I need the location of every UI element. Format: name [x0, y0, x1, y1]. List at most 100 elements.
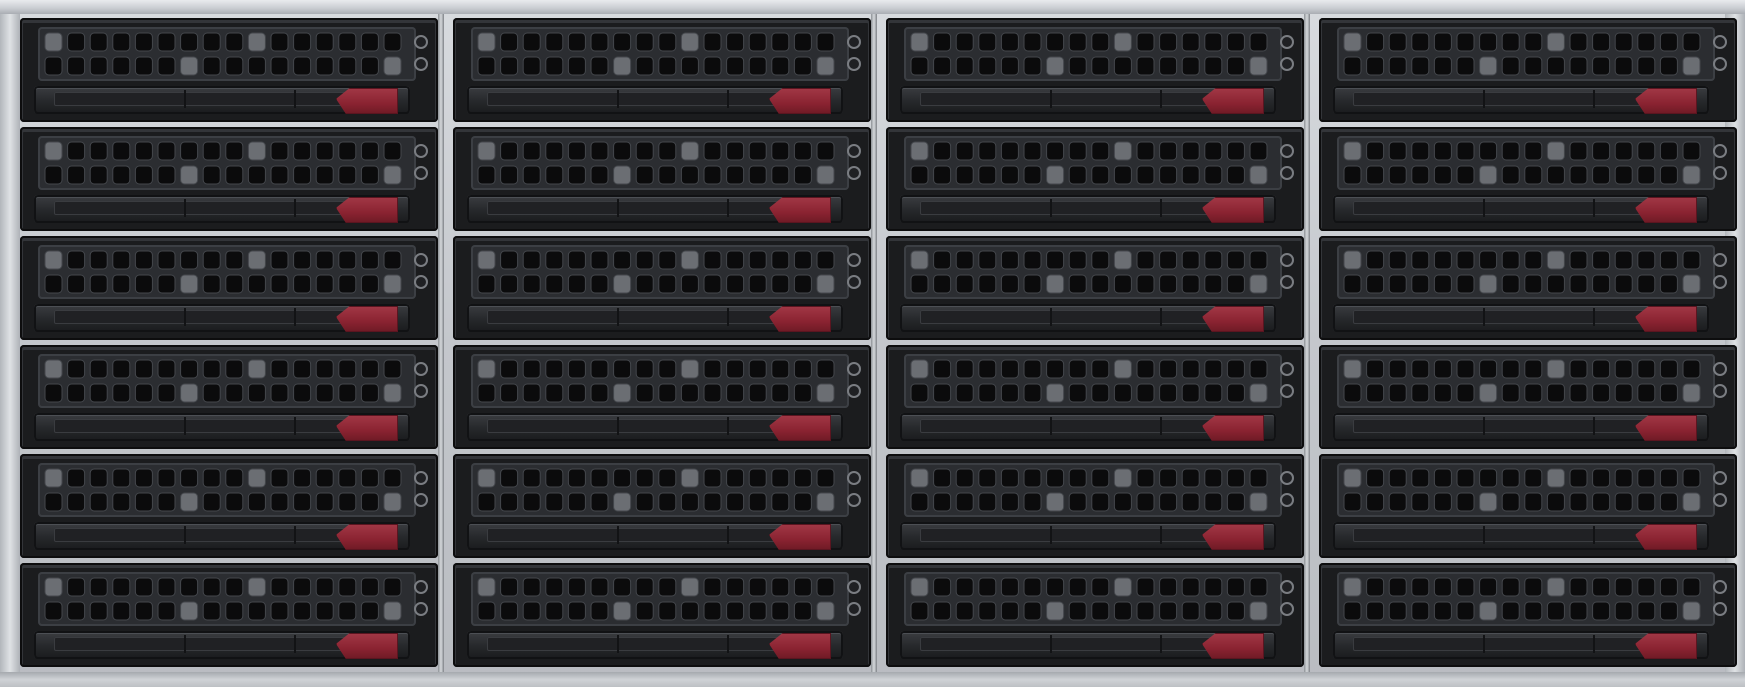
- vent-hole: [89, 141, 108, 161]
- drive-bay-7[interactable]: [886, 127, 1304, 231]
- drive-bay-11[interactable]: [886, 236, 1304, 340]
- vent-hole: [225, 492, 244, 512]
- tray-release-latch[interactable]: [769, 633, 831, 659]
- vent-grille: [904, 245, 1282, 299]
- vent-hole: [1388, 141, 1407, 161]
- drive-bay-18[interactable]: [453, 454, 871, 558]
- vent-hole: [180, 383, 199, 403]
- tray-release-latch[interactable]: [1202, 633, 1264, 659]
- drive-bay-15[interactable]: [886, 345, 1304, 449]
- vent-hole: [1433, 32, 1452, 52]
- handle-seam: [184, 526, 186, 544]
- drive-bay-16[interactable]: [1319, 345, 1737, 449]
- vent-hole: [1136, 141, 1155, 161]
- tray-release-latch[interactable]: [769, 524, 831, 550]
- vent-hole: [1546, 32, 1565, 52]
- tray-handle[interactable]: [900, 195, 1276, 223]
- drive-bay-21[interactable]: [20, 563, 438, 667]
- tray-release-latch[interactable]: [336, 415, 398, 441]
- drive-bay-2[interactable]: [453, 18, 871, 122]
- handle-slot: [1353, 201, 1663, 215]
- tray-release-latch[interactable]: [336, 88, 398, 114]
- vent-hole: [1682, 468, 1701, 488]
- drive-bay-20[interactable]: [1319, 454, 1737, 558]
- tray-release-latch[interactable]: [1635, 633, 1697, 659]
- vent-hole: [134, 165, 153, 185]
- vent-hole: [1456, 468, 1475, 488]
- vent-hole: [1249, 141, 1268, 161]
- vent-hole: [134, 56, 153, 76]
- vent-hole: [613, 56, 632, 76]
- drive-bay-23[interactable]: [886, 563, 1304, 667]
- vent-hole: [703, 577, 722, 597]
- drive-bay-8[interactable]: [1319, 127, 1737, 231]
- drive-bay-19[interactable]: [886, 454, 1304, 558]
- vent-hole: [1249, 250, 1268, 270]
- drive-bay-14[interactable]: [453, 345, 871, 449]
- tray-release-latch[interactable]: [1635, 524, 1697, 550]
- vent-hole: [1023, 359, 1042, 379]
- vent-hole: [157, 274, 176, 294]
- vent-hole: [270, 141, 289, 161]
- vent-hole: [293, 141, 312, 161]
- tray-release-latch[interactable]: [1635, 88, 1697, 114]
- drive-bay-6[interactable]: [453, 127, 871, 231]
- vent-hole: [1136, 601, 1155, 621]
- vent-hole: [955, 165, 974, 185]
- tray-release-latch[interactable]: [1202, 415, 1264, 441]
- drive-bay-17[interactable]: [20, 454, 438, 558]
- vent-hole: [500, 359, 519, 379]
- drive-bay-5[interactable]: [20, 127, 438, 231]
- drive-bay-1[interactable]: [20, 18, 438, 122]
- tray-release-latch[interactable]: [1202, 197, 1264, 223]
- tray-release-latch[interactable]: [1202, 88, 1264, 114]
- tray-release-latch[interactable]: [336, 197, 398, 223]
- vent-hole: [1226, 492, 1245, 512]
- vent-hole: [44, 383, 63, 403]
- drive-bay-9[interactable]: [20, 236, 438, 340]
- vent-hole: [180, 32, 199, 52]
- vent-hole: [1226, 56, 1245, 76]
- vent-hole: [1046, 601, 1065, 621]
- vent-hole: [613, 274, 632, 294]
- vent-hole: [112, 56, 131, 76]
- activity-led-icon: [414, 166, 428, 180]
- tray-release-latch[interactable]: [769, 88, 831, 114]
- drive-bay-12[interactable]: [1319, 236, 1737, 340]
- drive-bay-4[interactable]: [1319, 18, 1737, 122]
- drive-bay-3[interactable]: [886, 18, 1304, 122]
- drive-bay-24[interactable]: [1319, 563, 1737, 667]
- tray-release-latch[interactable]: [769, 306, 831, 332]
- power-led-icon: [847, 362, 861, 376]
- tray-release-latch[interactable]: [336, 633, 398, 659]
- tray-release-latch[interactable]: [336, 524, 398, 550]
- vent-hole: [910, 141, 929, 161]
- vent-grille: [38, 572, 416, 626]
- vent-hole: [1113, 601, 1132, 621]
- tray-release-latch[interactable]: [769, 415, 831, 441]
- vent-hole: [1204, 468, 1223, 488]
- vent-holes: [477, 32, 835, 76]
- tray-release-latch[interactable]: [1202, 524, 1264, 550]
- handle-seam: [727, 417, 729, 435]
- vent-hole: [157, 165, 176, 185]
- tray-release-latch[interactable]: [1635, 306, 1697, 332]
- power-led-icon: [414, 253, 428, 267]
- tray-release-latch[interactable]: [769, 197, 831, 223]
- vent-holes: [44, 141, 402, 185]
- vent-hole: [680, 56, 699, 76]
- vent-hole: [247, 359, 266, 379]
- handle-seam: [184, 308, 186, 326]
- vent-hole: [1136, 32, 1155, 52]
- drive-bay-10[interactable]: [453, 236, 871, 340]
- tray-release-latch[interactable]: [1635, 415, 1697, 441]
- tray-release-latch[interactable]: [1202, 306, 1264, 332]
- drive-bay-22[interactable]: [453, 563, 871, 667]
- vent-grille: [904, 572, 1282, 626]
- vent-grille: [1337, 136, 1715, 190]
- drive-bay-13[interactable]: [20, 345, 438, 449]
- tray-release-latch[interactable]: [336, 306, 398, 332]
- vent-hole: [680, 165, 699, 185]
- tray-release-latch[interactable]: [1635, 197, 1697, 223]
- vent-hole: [1226, 250, 1245, 270]
